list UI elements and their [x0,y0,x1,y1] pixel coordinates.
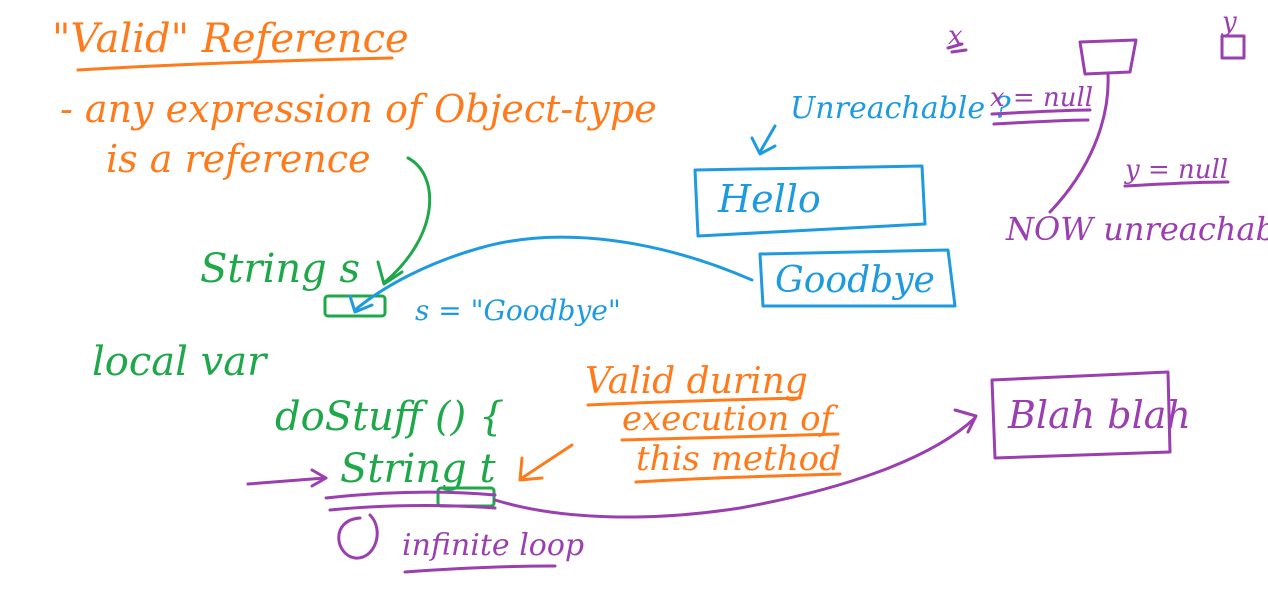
method-signature: doStuff () { [275,394,504,440]
unreachable-question: Unreachable ? [790,91,1012,126]
blah-object-label: Blah blah [1007,393,1191,437]
valid-during-line-1: Valid during [585,361,808,402]
unreachable-arrowhead [750,136,777,156]
unreachable-arrow [758,124,777,154]
hello-object-label: Hello [717,177,821,221]
x-label-scribble [946,42,968,54]
reference-to-s-arrowhead [376,260,404,286]
valid-during-line-2: execution of [622,399,839,439]
goodbye-object-box [758,248,957,308]
now-unreachable-label: NOW unreachable [1005,210,1268,248]
blah-object-box [990,370,1172,460]
s-to-goodbye-arrowhead [348,294,374,314]
execution-arrow [246,476,327,486]
t-to-blah-arrowhead [953,408,978,434]
heading-line-1: - any expression of Object-type [60,87,657,131]
t-underline-2 [328,504,497,512]
x-null-assignment: x = null [990,83,1093,113]
infinite-loop-label: infinite loop [402,528,584,563]
s-variable-box [323,294,387,318]
reference-to-s-arrow [383,156,432,284]
y-null-assignment: y = null [1124,155,1228,185]
execution-arrowhead [310,468,328,488]
string-s-declaration: String s [200,246,360,292]
infinite-loop-underline [403,564,557,574]
heading-title: "Valid" Reference [52,16,409,62]
heading-underline [76,56,394,72]
heading-line-2: is a reference [106,137,371,181]
y-null-underline [1123,180,1230,188]
local-var-label: local var [92,339,269,385]
loop-icon [337,513,379,560]
valid-during-arrow [520,443,574,480]
referenced-object-box [1078,38,1138,76]
string-t-declaration: String t [340,446,496,492]
valid-during-line-3: this method [636,439,841,479]
valid-during-underline-3 [634,472,842,484]
y-label: y [1221,7,1237,37]
x-null-underline-2 [992,118,1090,126]
valid-during-underline-2 [620,432,840,442]
valid-during-underline-1 [586,396,802,407]
y-variable-box [1220,34,1246,60]
s-to-goodbye-arrow [353,235,754,312]
valid-during-arrowhead [518,456,544,482]
hello-object-box [693,164,927,238]
t-underline-1 [324,490,497,500]
t-to-blah-arrow [493,416,977,519]
x-null-underline-1 [990,108,1092,116]
reference-line [1048,72,1110,214]
goodbye-object-label: Goodbye [775,260,935,301]
s-assign-goodbye: s = "Goodbye" [415,294,621,327]
